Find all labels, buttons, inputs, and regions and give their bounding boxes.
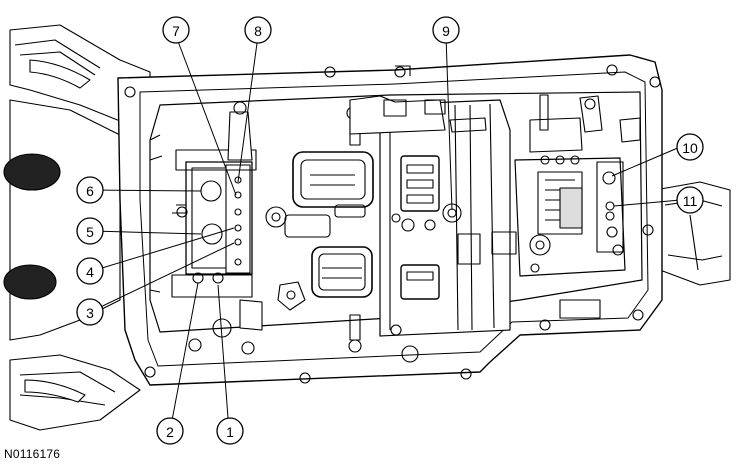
svg-text:2: 2 bbox=[166, 424, 174, 440]
housing-cutout-upper bbox=[3, 153, 61, 191]
svg-text:10: 10 bbox=[682, 140, 698, 156]
callout-1: 1 bbox=[216, 417, 244, 445]
callout-2: 2 bbox=[156, 417, 184, 445]
flange-bolts bbox=[124, 64, 661, 384]
housing-cutout-lower bbox=[3, 264, 57, 300]
callout-6: 6 bbox=[76, 176, 104, 204]
svg-text:11: 11 bbox=[683, 193, 698, 209]
svg-text:9: 9 bbox=[442, 23, 450, 39]
right-valve-body bbox=[514, 94, 626, 319]
callout-11: 11 bbox=[676, 186, 704, 214]
leader-lines bbox=[89, 35, 681, 432]
svg-text:1: 1 bbox=[226, 424, 234, 440]
svg-text:7: 7 bbox=[172, 23, 180, 39]
svg-text:8: 8 bbox=[254, 23, 262, 39]
callout-10: 10 bbox=[676, 133, 704, 161]
figure-id-label: N0116176 bbox=[4, 447, 61, 461]
callout-4: 4 bbox=[76, 257, 104, 285]
svg-text:4: 4 bbox=[86, 264, 94, 280]
svg-text:3: 3 bbox=[86, 305, 94, 321]
callout-3: 3 bbox=[76, 298, 104, 326]
oil-pan-flange-inner bbox=[139, 71, 649, 367]
main-valve-body bbox=[349, 95, 517, 363]
svg-text:6: 6 bbox=[86, 183, 94, 199]
solenoid-body-left bbox=[171, 101, 263, 355]
callout-5: 5 bbox=[76, 217, 104, 245]
svg-text:5: 5 bbox=[86, 224, 94, 240]
pan-details bbox=[149, 65, 641, 293]
callout-7: 7 bbox=[162, 16, 190, 44]
callout-8: 8 bbox=[244, 16, 272, 44]
callout-9: 9 bbox=[432, 16, 460, 44]
